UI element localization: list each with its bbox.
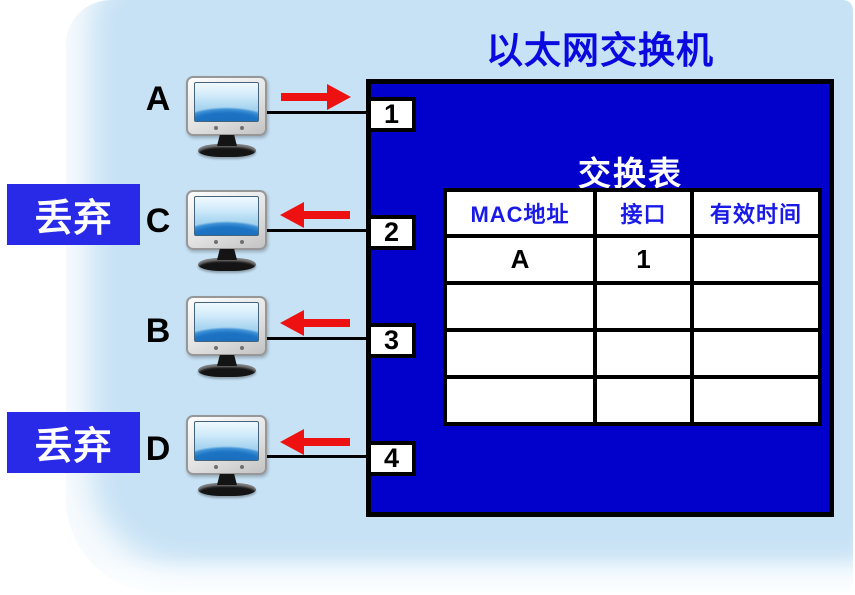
monitor-frame [186, 190, 267, 250]
connection-line-a [262, 111, 368, 114]
monitor-button-dot [240, 240, 244, 244]
table-cell [690, 375, 822, 426]
switching-table-title: 交换表 [578, 155, 683, 192]
monitor-button-dot [240, 346, 244, 350]
computer-icon-c [186, 190, 268, 271]
table-row: A 1 [443, 234, 822, 285]
discard-label-c: 丢弃 [7, 184, 140, 245]
table-header-cell: 接口 [593, 188, 694, 238]
monitor-stand-neck [217, 355, 237, 366]
port-box-1: 1 [367, 97, 416, 132]
table-cell [593, 375, 694, 426]
table-row [443, 281, 822, 332]
table-row [443, 375, 822, 426]
monitor-stand-neck [217, 249, 237, 260]
monitor-button-dot [214, 465, 218, 469]
table-cell [593, 281, 694, 332]
computer-icon-b [186, 296, 268, 377]
monitor-button-dot [240, 465, 244, 469]
monitor-screen [194, 302, 259, 342]
port-box-2: 2 [367, 215, 416, 250]
computer-icon-a [186, 76, 268, 157]
monitor-frame [186, 296, 267, 356]
table-cell [443, 281, 597, 332]
monitor-stand-neck [217, 474, 237, 485]
host-c-label: C [145, 202, 171, 240]
monitor-frame [186, 415, 267, 475]
table-cell [690, 328, 822, 379]
computer-icon-d [186, 415, 268, 496]
monitor-screen [194, 196, 259, 236]
monitor-stand-base [198, 483, 256, 496]
arrow-left-icon [280, 202, 350, 228]
discard-label-d: 丢弃 [7, 412, 140, 473]
connection-line-c [262, 229, 368, 232]
table-cell: 1 [593, 234, 694, 285]
table-row [443, 328, 822, 379]
switching-table: MAC地址 接口 有效时间 A 1 [443, 188, 822, 426]
connection-line-b [262, 337, 368, 340]
monitor-screen [194, 82, 259, 122]
monitor-screen [194, 421, 259, 461]
port-box-3: 3 [367, 323, 416, 358]
host-d-label: D [145, 430, 171, 468]
host-b-label: B [145, 312, 171, 350]
monitor-stand-neck [217, 135, 237, 146]
table-cell [443, 375, 597, 426]
connection-line-d [262, 455, 368, 458]
table-header-cell: MAC地址 [443, 188, 597, 238]
diagram-title: 以太网交换机 [486, 30, 714, 71]
host-a-label: A [145, 80, 171, 118]
monitor-stand-base [198, 364, 256, 377]
table-cell [690, 234, 822, 285]
port-box-4: 4 [367, 441, 416, 476]
monitor-button-dot [214, 126, 218, 130]
monitor-button-dot [214, 240, 218, 244]
monitor-stand-base [198, 258, 256, 271]
arrow-left-icon [280, 310, 350, 336]
table-cell: A [443, 234, 597, 285]
monitor-button-dot [214, 346, 218, 350]
table-header-cell: 有效时间 [690, 188, 822, 238]
table-cell [443, 328, 597, 379]
arrow-left-icon [280, 429, 350, 455]
monitor-button-dot [240, 126, 244, 130]
monitor-frame [186, 76, 267, 136]
table-header-row: MAC地址 接口 有效时间 [443, 188, 822, 238]
table-cell [690, 281, 822, 332]
monitor-stand-base [198, 144, 256, 157]
table-cell [593, 328, 694, 379]
arrow-right-icon [281, 84, 351, 110]
